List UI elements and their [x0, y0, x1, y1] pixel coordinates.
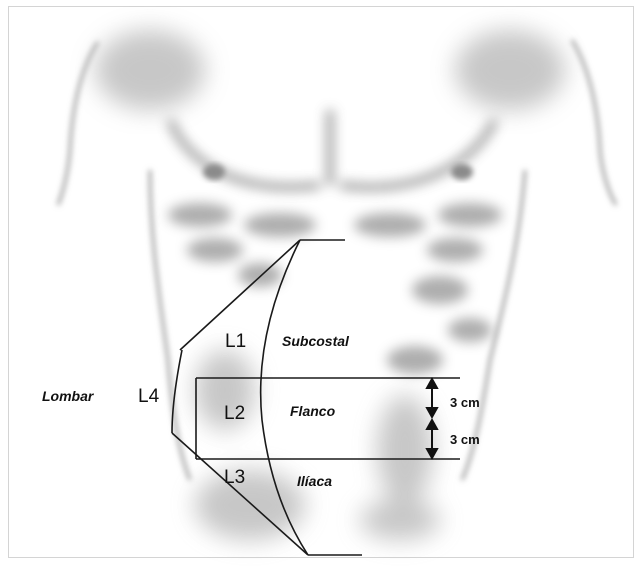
l3-code: L3 — [224, 468, 245, 487]
subcostal-label: Subcostal — [282, 334, 349, 348]
left-nipple — [203, 164, 225, 180]
iliaca-label: Ilíaca — [297, 474, 332, 488]
right-pectoral — [340, 120, 495, 187]
left-pectoral — [170, 120, 320, 187]
lombar-label: Lombar — [42, 389, 93, 403]
measurement-upper: 3 cm — [450, 396, 480, 409]
upper-arrow-head-top — [427, 379, 437, 388]
l1-code: L1 — [225, 332, 246, 351]
flanco-label: Flanco — [290, 404, 335, 418]
measurement-lower: 3 cm — [450, 433, 480, 446]
left-arm-outline — [58, 42, 98, 205]
right-nipple — [451, 164, 473, 180]
l4-code: L4 — [138, 387, 159, 406]
shoulder-shading — [95, 30, 565, 110]
l2-code: L2 — [224, 404, 245, 423]
upper-arrow-head-bottom — [427, 408, 437, 417]
right-arm-outline — [572, 40, 616, 205]
